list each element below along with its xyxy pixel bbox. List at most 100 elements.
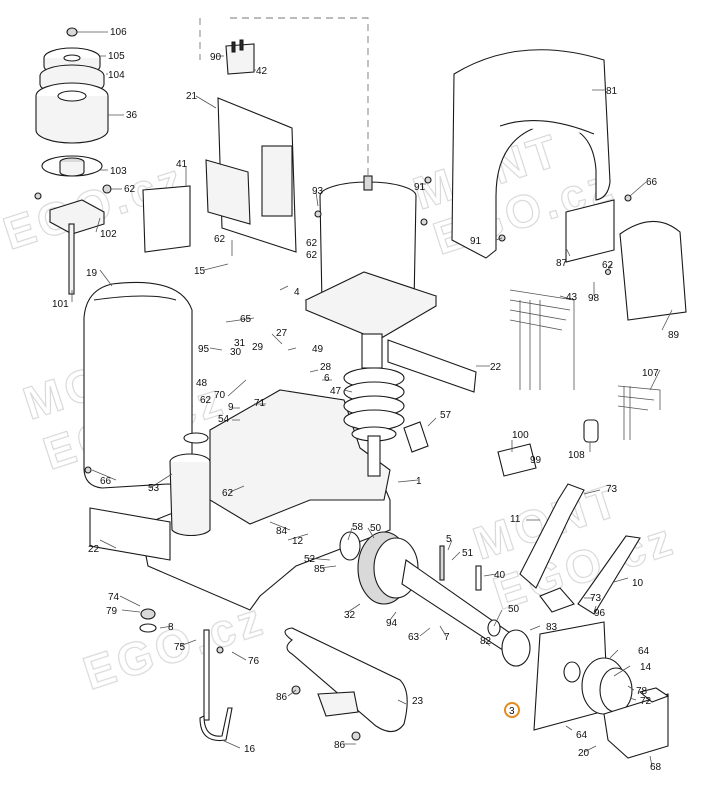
label-52: 52 (304, 554, 316, 565)
label-85: 85 (314, 564, 326, 575)
label-40: 40 (494, 570, 506, 581)
label-64: 64 (576, 730, 588, 741)
label-70: 70 (214, 390, 226, 401)
label-68: 68 (650, 762, 662, 773)
label-30: 30 (230, 347, 242, 358)
label-58: 58 (352, 522, 364, 533)
label-22: 22 (88, 544, 100, 555)
label-62: 62 (306, 238, 318, 249)
label-83: 83 (546, 622, 558, 633)
label-62: 62 (214, 234, 226, 245)
label-66: 66 (646, 177, 658, 188)
label-105: 105 (108, 51, 125, 62)
label-10: 10 (632, 578, 644, 589)
label-91: 91 (470, 236, 482, 247)
pulley-stack (34, 27, 112, 295)
label-23: 23 (412, 696, 424, 707)
label-87: 87 (556, 258, 568, 269)
label-6: 6 (324, 373, 330, 384)
label-63: 63 (408, 632, 420, 643)
label-75: 75 (174, 642, 186, 653)
label-82: 82 (480, 636, 492, 647)
label-100: 100 (512, 430, 529, 441)
label-73: 73 (606, 484, 618, 495)
label-72: 72 (640, 696, 652, 707)
label-89: 89 (668, 330, 680, 341)
label-36: 36 (126, 110, 138, 121)
label-103: 103 (110, 166, 127, 177)
label-74: 74 (108, 592, 120, 603)
label-7: 7 (444, 632, 450, 643)
label-84: 84 (276, 526, 288, 537)
label-32: 32 (344, 610, 356, 621)
label-86: 86 (276, 692, 288, 703)
label-66: 66 (100, 476, 112, 487)
label-51: 51 (462, 548, 474, 559)
label-106: 106 (110, 27, 127, 38)
label-96: 96 (594, 608, 606, 619)
label-90: 90 (210, 52, 222, 63)
label-91: 91 (414, 182, 426, 193)
label-20: 20 (578, 748, 590, 759)
label-102: 102 (100, 229, 117, 240)
release-levers (519, 483, 641, 615)
label-42: 42 (256, 66, 268, 77)
label-11: 11 (510, 514, 521, 525)
label-53: 53 (148, 483, 160, 494)
label-28: 28 (320, 362, 332, 373)
gearbox-housing (89, 389, 391, 611)
label-65: 65 (240, 314, 252, 325)
label-9: 9 (228, 402, 234, 413)
label-3: 3 (509, 706, 515, 717)
label-48: 48 (196, 378, 208, 389)
output-gear (339, 531, 531, 667)
label-104: 104 (108, 70, 125, 81)
label-79: 79 (106, 606, 118, 617)
assembly-dashed-lines (199, 17, 369, 190)
label-8: 8 (168, 622, 174, 633)
label-21: 21 (186, 91, 198, 102)
label-50: 50 (370, 523, 382, 534)
top-cover (451, 49, 611, 259)
motor (304, 175, 438, 369)
label-43: 43 (566, 292, 578, 303)
highlight-marker-3[interactable]: 3 (504, 702, 520, 718)
label-86: 86 (334, 740, 346, 751)
label-98: 98 (588, 293, 600, 304)
label-108: 108 (568, 450, 585, 461)
leader-lines (71, 31, 673, 767)
label-95: 95 (198, 344, 210, 355)
small-parts (403, 176, 632, 591)
label-16: 16 (244, 744, 256, 755)
label-62: 62 (124, 184, 136, 195)
label-41: 41 (176, 159, 188, 170)
label-29: 29 (252, 342, 264, 353)
label-99: 99 (530, 455, 542, 466)
label-76: 76 (248, 656, 260, 667)
label-50: 50 (508, 604, 520, 615)
label-49: 49 (312, 344, 324, 355)
label-73: 73 (590, 593, 602, 604)
label-62: 62 (306, 250, 318, 261)
label-14: 14 (640, 662, 652, 673)
label-62: 62 (222, 488, 234, 499)
drive-belt (284, 627, 408, 741)
label-22: 22 (490, 362, 502, 373)
pinion-assembly (533, 621, 670, 759)
label-19: 19 (86, 268, 98, 279)
label-93: 93 (312, 186, 324, 197)
vent-grilles (565, 199, 687, 321)
label-101: 101 (52, 299, 69, 310)
label-94: 94 (386, 618, 398, 629)
label-12: 12 (292, 536, 304, 547)
label-54: 54 (218, 414, 230, 425)
control-unit (142, 39, 297, 253)
label-81: 81 (606, 86, 618, 97)
label-107: 107 (642, 368, 659, 379)
label-47: 47 (330, 386, 342, 397)
side-cover (83, 281, 193, 489)
label-62: 62 (602, 260, 614, 271)
label-62: 62 (200, 395, 212, 406)
label-78: 78 (636, 686, 648, 697)
